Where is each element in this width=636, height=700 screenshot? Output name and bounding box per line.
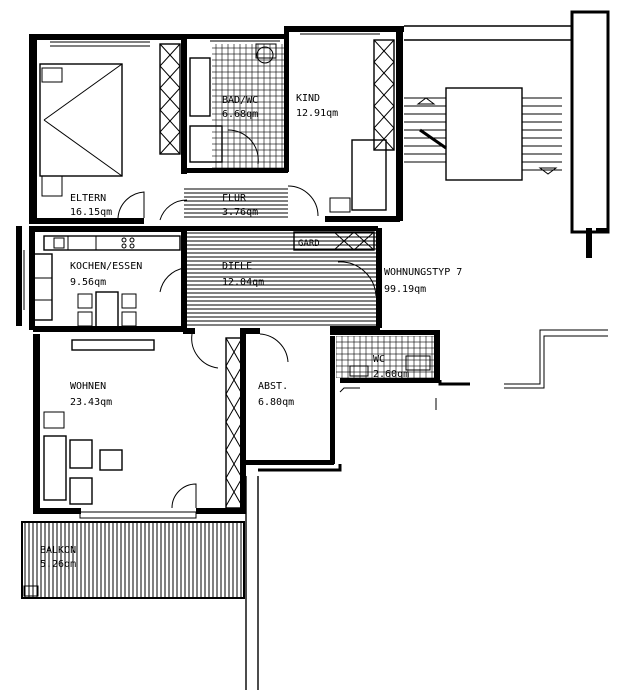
- room-area-eltern: 16.15qm: [70, 207, 112, 218]
- room-name-diele: DIELE: [222, 261, 252, 272]
- room-labels: ELTERN 16.15qm BAD/WC 6.68qm KIND 12.91q…: [40, 93, 462, 570]
- room-area-wc: 2.60qm: [373, 369, 409, 380]
- room-area-balkon: 5.26qm: [40, 559, 76, 570]
- room-area-abst: 6.80qm: [258, 397, 294, 408]
- exterior-walls: [245, 329, 608, 690]
- room-name-eltern: ELTERN: [70, 193, 106, 204]
- room-name-flur: FLUR: [222, 193, 247, 204]
- room-area-kind: 12.91qm: [296, 108, 338, 119]
- wardrobes: [159, 39, 395, 509]
- apartment-total-area: 99.19qm: [384, 284, 426, 295]
- hatched-areas: [21, 44, 434, 599]
- apartment-type-label: WOHNUNGSTYP 7: [384, 267, 462, 278]
- windows: [17, 33, 380, 519]
- room-name-kochen: KOCHEN/ESSEN: [70, 261, 142, 272]
- room-name-wc: WC: [373, 354, 385, 365]
- garderobe-label: GARD: [298, 239, 320, 249]
- room-area-flur: 3.76qm: [222, 207, 258, 218]
- outer-walls: [16, 26, 440, 514]
- room-name-wohnen: WOHNEN: [70, 381, 106, 392]
- room-area-kochen: 9.56qm: [70, 277, 106, 288]
- room-name-kind: KIND: [296, 93, 320, 104]
- room-area-diele: 12.04qm: [222, 277, 264, 288]
- doors: [117, 129, 377, 509]
- room-area-wohnen: 23.43qm: [70, 397, 112, 408]
- room-name-abst: ABST.: [258, 381, 288, 392]
- room-name-bad: BAD/WC: [222, 95, 258, 106]
- room-name-balkon: BALKON: [40, 545, 76, 556]
- staircase: [404, 10, 610, 258]
- furniture: [23, 43, 431, 597]
- room-area-bad: 6.68qm: [222, 109, 258, 120]
- interior-walls: [29, 32, 400, 465]
